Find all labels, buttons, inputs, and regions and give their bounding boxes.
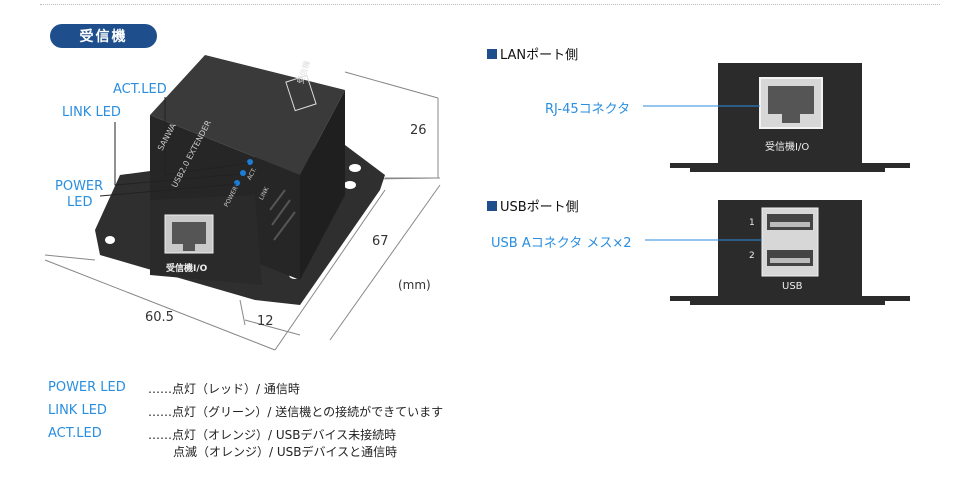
heading-square-icon — [487, 48, 497, 59]
section-badge: 受信機 — [50, 24, 157, 48]
lan-port-label: 受信機I/O — [765, 142, 810, 153]
usb-side-heading-text: USBポート側 — [500, 200, 579, 215]
act-led-callout: ACT.LED — [113, 82, 167, 97]
dimension-unit: (mm) — [398, 278, 431, 292]
legend-value: ……点灯（レッド）/ 通信時 — [148, 382, 300, 396]
usb-a-callout: USB Aコネクタ メス×2 — [491, 236, 632, 251]
link-led-callout: LINK LED — [62, 105, 121, 120]
lan-side-heading-text: LANポート側 — [500, 48, 579, 63]
legend-value: ……点灯（オレンジ）/ USBデバイス未接続時 — [148, 428, 397, 442]
lan-side-heading: LANポート側 — [487, 44, 578, 63]
usb-port1-number: 1 — [749, 218, 755, 228]
legend-value: 点滅（オレンジ）/ USBデバイスと通信時 — [173, 445, 398, 459]
legend-key: POWER LED — [48, 380, 126, 395]
heading-square-icon — [487, 200, 497, 211]
usb-side-heading: USBポート側 — [487, 196, 579, 215]
usb-port-label: USB — [782, 281, 803, 292]
dimension-depth: 67 — [372, 234, 389, 249]
legend-value: ……点灯（グリーン）/ 送信機との接続ができています — [148, 405, 444, 419]
power-led-callout-2: LED — [67, 195, 93, 210]
dimension-width: 60.5 — [145, 310, 174, 325]
dimension-height: 26 — [410, 123, 427, 138]
legend-key: ACT.LED — [48, 426, 102, 441]
rj45-callout: RJ-45コネクタ — [545, 102, 631, 117]
usb-port2-number: 2 — [749, 251, 755, 261]
legend-key: LINK LED — [48, 403, 107, 418]
top-divider — [40, 4, 940, 5]
device-port-label: 受信機I/O — [166, 264, 208, 274]
dimension-flange: 12 — [257, 314, 274, 329]
power-led-callout-1: POWER — [55, 179, 104, 194]
